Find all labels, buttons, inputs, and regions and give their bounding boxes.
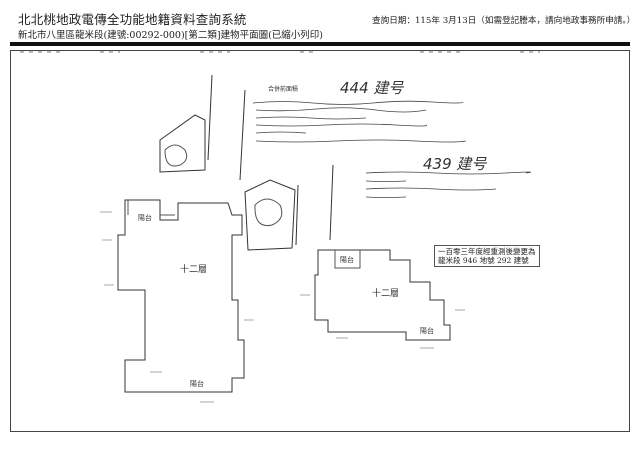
svg-text:陽台: 陽台 [190, 379, 204, 388]
drawing-frame [10, 50, 630, 432]
building-444-label: 444 建号 [340, 79, 404, 97]
svg-text:十二層: 十二層 [372, 287, 399, 299]
svg-text:陽台: 陽台 [138, 213, 152, 222]
svg-text:陽台: 陽台 [340, 255, 354, 264]
premerge-area-label: 合併前面積 [268, 86, 299, 93]
page-title: 北北桃地政電傳全功能地籍資料查詢系統 [18, 12, 247, 27]
resurvey-stamp: 一百零三年度經重測後變更為 龍米段 946 地號 292 建號 [434, 245, 540, 267]
building-439-label: 439 建号 [423, 155, 487, 173]
stamp-line-1: 一百零三年度經重測後變更為 [438, 247, 536, 256]
page-subtitle: 新北市八里區龍米段(建號:00292-000)[第二類]建物平面圖(已縮小列印) [18, 30, 324, 41]
svg-text:陽台: 陽台 [420, 326, 434, 335]
query-date: 查詢日期：115年 3月13日（如需登記謄本，請向地政事務所申請。） [372, 16, 636, 26]
stamp-line-2: 龍米段 946 地號 292 建號 [438, 256, 529, 265]
header-divider [10, 42, 630, 46]
svg-text:十二層: 十二層 [180, 263, 207, 275]
